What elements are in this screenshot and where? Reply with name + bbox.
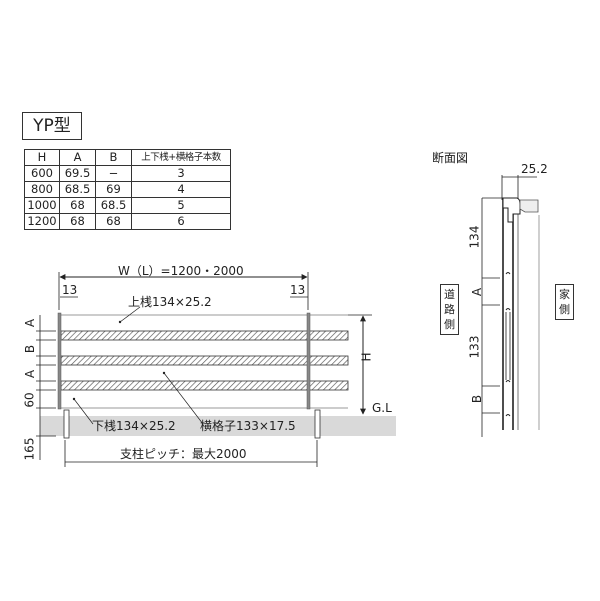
cross-section — [481, 175, 540, 437]
lattice-bar-2 — [60, 355, 349, 366]
dim-60-label: 60 — [22, 392, 37, 408]
house-side-label: 家側 — [555, 284, 574, 320]
cell-count: 6 — [131, 213, 231, 230]
post-pitch-label: 支柱ピッチ：最大2000 — [120, 447, 247, 461]
cell-a: 68 — [59, 197, 96, 214]
top-rail-label: 上桟134×25.2 — [128, 295, 212, 309]
spec-table: H A B 上下桟+横格子本数 600 69.5 − 3 800 68.5 69… — [24, 149, 231, 230]
dim-a1-label: A — [23, 318, 38, 328]
cell-b: 69 — [95, 181, 132, 198]
type-label: YP型 — [22, 112, 82, 140]
ground-band — [40, 416, 396, 436]
left-post — [57, 312, 62, 410]
lattice-bar-1 — [60, 330, 349, 341]
left-offset-label: 13 — [62, 283, 78, 297]
road-side-label: 道路側 — [440, 284, 459, 335]
cell-h: 600 — [24, 165, 60, 182]
table-row: 1200 68 68 6 — [24, 213, 231, 230]
section-dim-134: 134 — [467, 225, 482, 249]
dim-165-label: 165 — [22, 437, 37, 461]
section-dim-b: B — [470, 394, 485, 404]
width-label: W（L）=1200・2000 — [118, 264, 244, 278]
section-dim-133: 133 — [467, 335, 482, 359]
height-label: H — [359, 352, 374, 362]
dim-a2-label: A — [23, 369, 38, 379]
bottom-rail-label: 下桟134×25.2 — [92, 419, 176, 433]
cell-h: 1200 — [24, 213, 60, 230]
lattice-label: 横格子133×17.5 — [200, 419, 296, 433]
section-title: 断面図 — [432, 151, 469, 165]
section-depth-label: 25.2 — [521, 162, 548, 176]
right-offset-label: 13 — [290, 283, 306, 297]
dim-b-label: B — [23, 344, 38, 354]
ground-line-label: G.L — [372, 401, 392, 415]
lattice-bar-3 — [60, 380, 349, 391]
right-post — [306, 312, 311, 410]
section-dim-a: A — [470, 287, 485, 297]
